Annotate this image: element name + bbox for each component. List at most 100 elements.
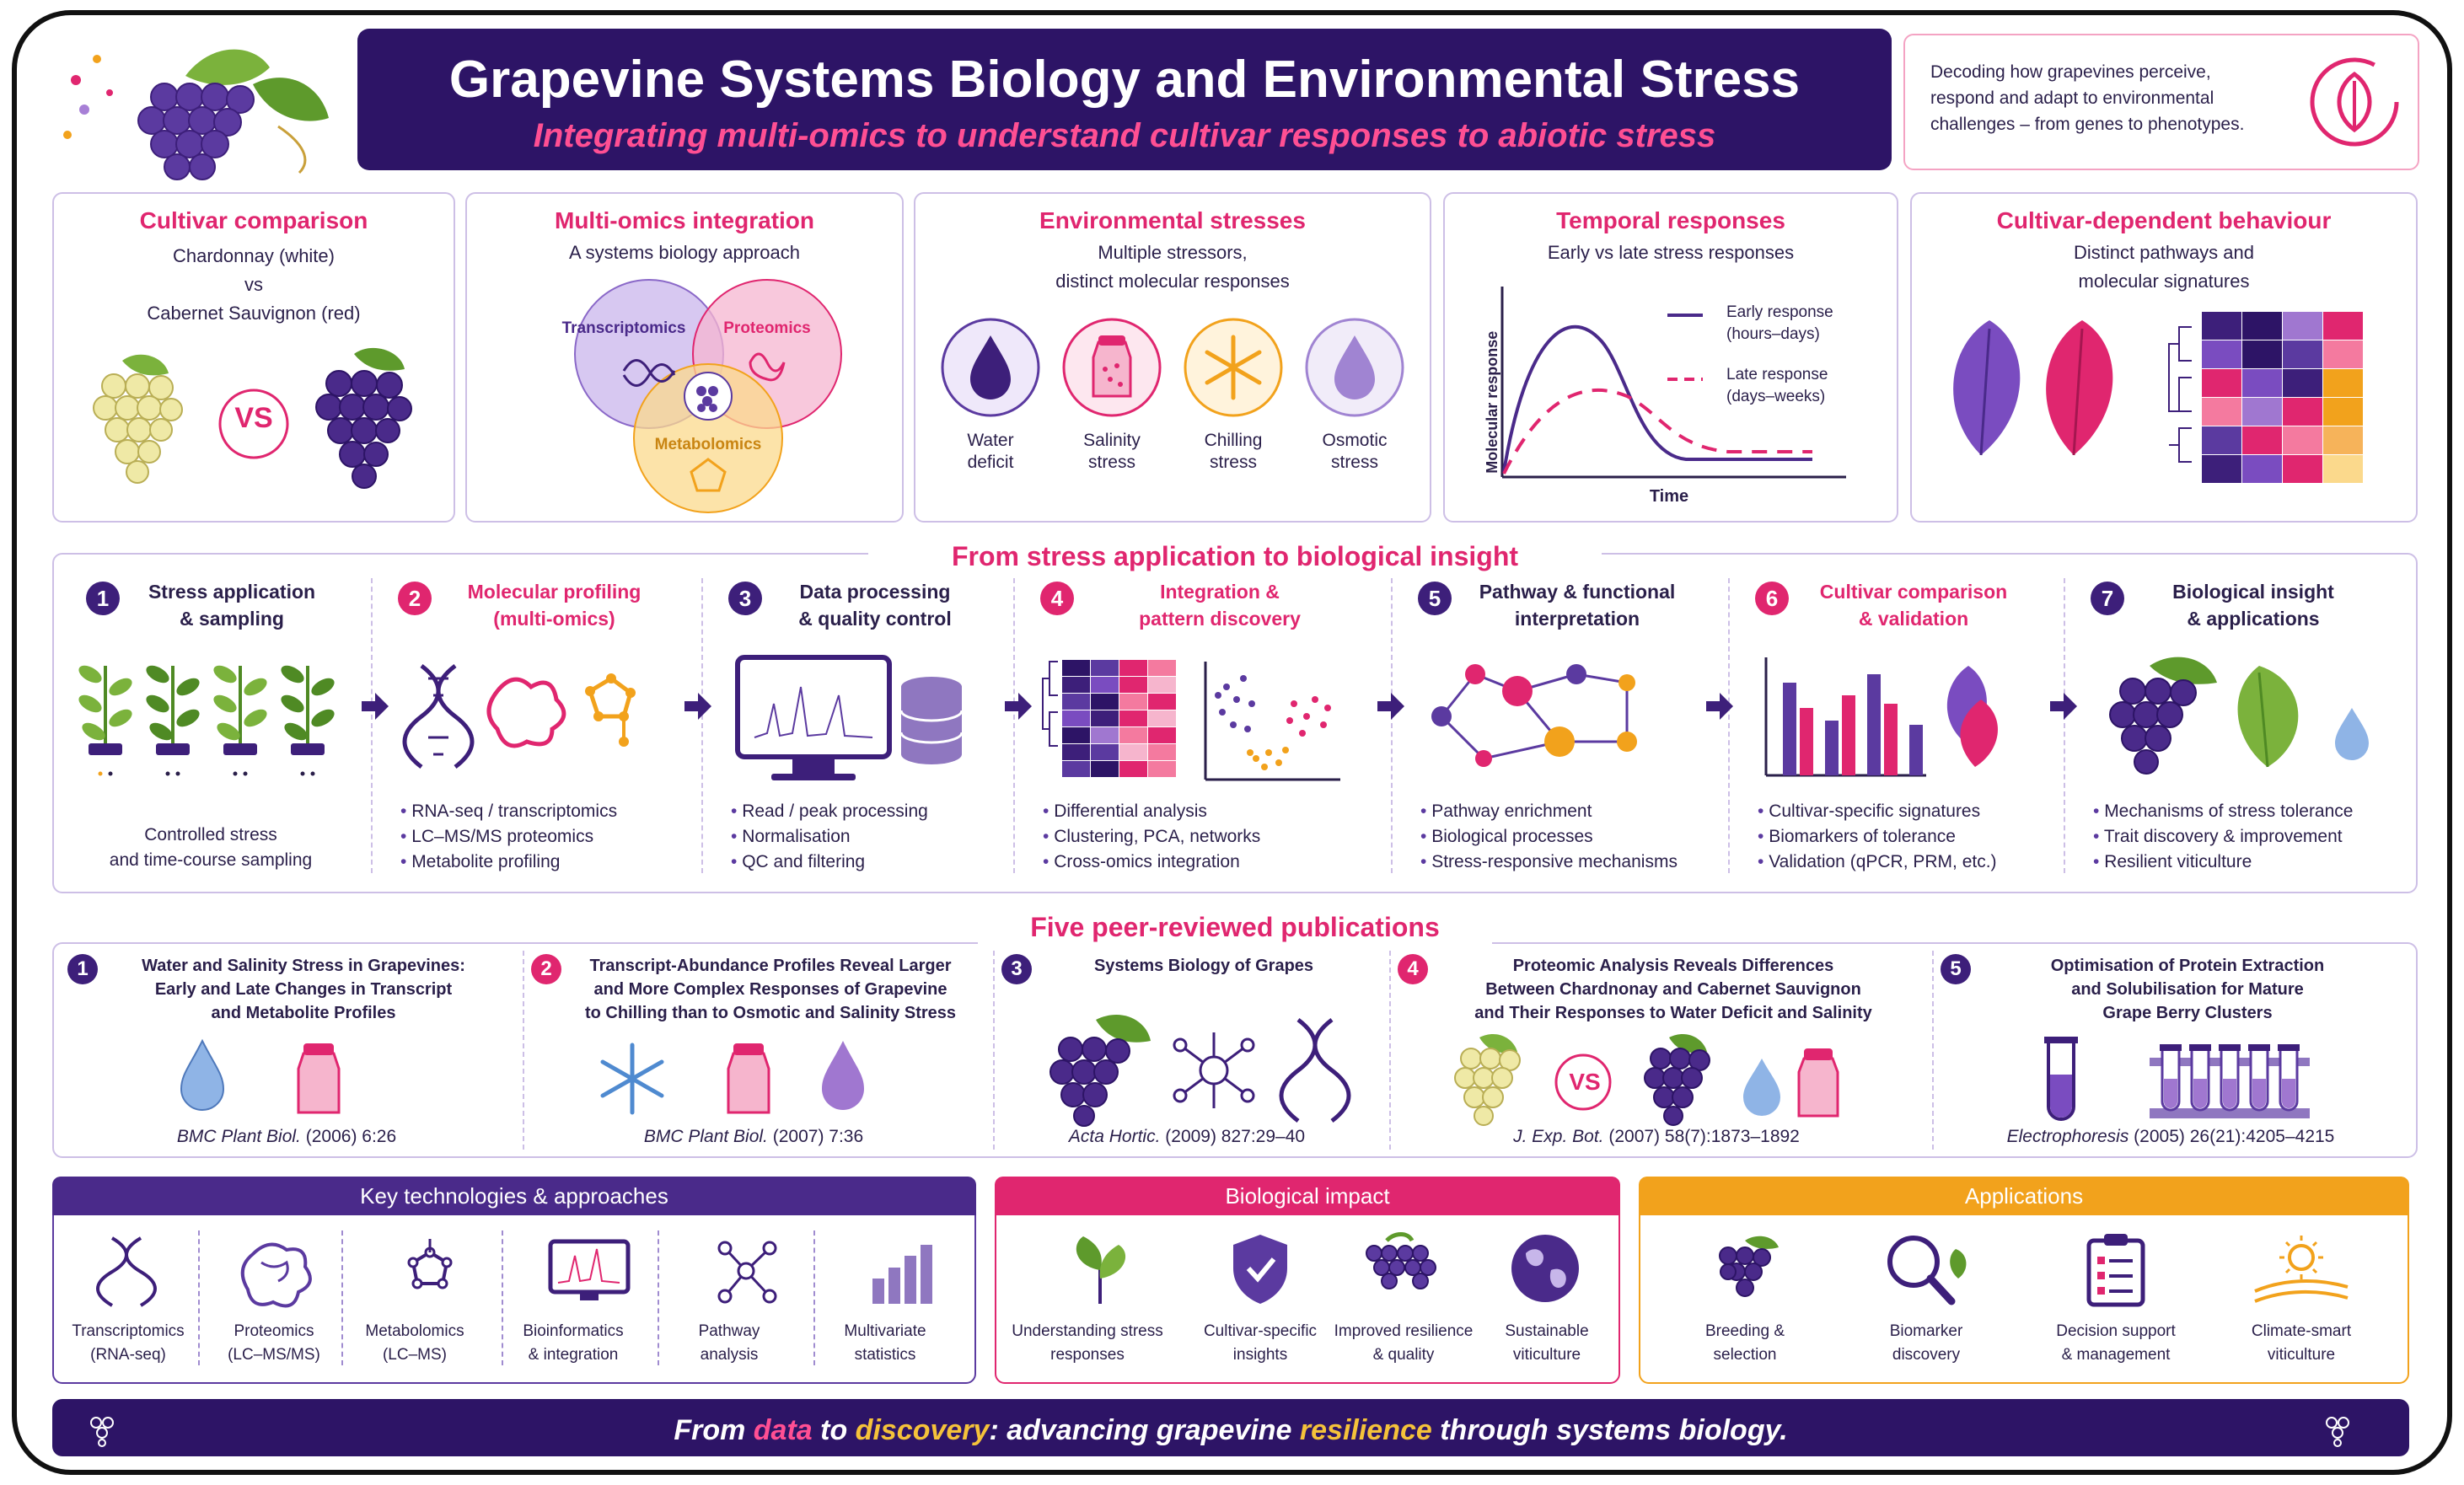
pub-5-ref: (2005) 26(21):4205–4215	[2128, 1127, 2335, 1146]
scatter-point	[1324, 705, 1331, 711]
pub4-icons	[1454, 1034, 1839, 1126]
temporal-subtitle: Early vs late stress responses	[1547, 242, 1795, 263]
heatmap-cell	[2242, 455, 2282, 483]
pub4-vs-label: VS	[1569, 1069, 1601, 1095]
scatter-point	[1219, 709, 1226, 716]
environmental-stresses-title: Environmental stresses	[1039, 207, 1306, 233]
scatter-point	[1253, 755, 1259, 762]
tech-label-1: Metabolomics	[365, 1322, 464, 1340]
pub-1-ref: (2006) 6:26	[300, 1127, 397, 1146]
step-4-bullet: Clustering, PCA, networks	[1043, 824, 1260, 850]
heatmap-cell	[2202, 455, 2241, 483]
application-label-2: selection	[1713, 1346, 1777, 1364]
application-label-2: discovery	[1892, 1346, 1961, 1364]
heatmap-cell	[2323, 369, 2363, 397]
tech-label-1: Transcriptomics	[72, 1322, 185, 1340]
step-2-bullet: RNA-seq / transcriptomics	[400, 799, 617, 824]
step-7-number: 7	[2091, 582, 2124, 615]
temporal-responses-title: Temporal responses	[1556, 207, 1785, 233]
scatter-point	[1248, 700, 1255, 707]
tech-item-3: Metabolomics(LC–MS)	[347, 1320, 482, 1367]
step-5-number: 5	[1418, 582, 1452, 615]
tech-label-2: (RNA-seq)	[90, 1346, 166, 1364]
pathway-network-icon	[1431, 664, 1637, 767]
cultivar-line3: Cabernet Sauvignon (red)	[147, 303, 361, 324]
step-1-title-1: Stress application	[148, 581, 316, 603]
workflow-arrow-icon	[1706, 693, 1733, 720]
heatmap-cell	[1119, 710, 1147, 726]
step-5-bullets: Pathway enrichmentBiological processesSt…	[1420, 799, 1678, 875]
footer-banner	[52, 1399, 2409, 1456]
insight-grape-leaf-icon	[2109, 657, 2369, 775]
tech-item-1: Transcriptomics (RNA-seq)	[61, 1320, 196, 1367]
plant-icon	[146, 665, 200, 776]
step-2-bullet: Metabolite profiling	[400, 850, 617, 875]
pub-divider	[523, 951, 524, 1150]
cultivar-dependent-title: Cultivar-dependent behaviour	[1996, 207, 2332, 233]
heatmap-cell	[1091, 694, 1119, 710]
step-2-title-2: (multi-omics)	[493, 608, 615, 630]
step-3-bullet: Read / peak processing	[731, 799, 928, 824]
impact-label-1: Improved resilience	[1334, 1322, 1474, 1340]
pub-divider	[993, 951, 995, 1150]
grape-footer-icon-right	[2326, 1417, 2349, 1447]
scatter-point	[1299, 730, 1306, 737]
heatmap-cell	[1091, 660, 1119, 676]
pub-5-journal: Electrophoresis	[2006, 1127, 2129, 1146]
step-4-bullets: Differential analysisClustering, PCA, ne…	[1043, 799, 1260, 875]
scatter-point	[1312, 696, 1318, 703]
pub-4-citation: J. Exp. Bot. (2007) 58(7):1873–1892	[1389, 1126, 1924, 1148]
impact-title: Biological impact	[995, 1177, 1620, 1215]
scatter-point	[1275, 759, 1282, 766]
tech-divider	[341, 1230, 343, 1365]
temporal-responses-panel	[1443, 192, 1898, 523]
tech-label-2: & integration	[528, 1346, 619, 1364]
step-2-title-1: Molecular profiling	[467, 581, 641, 603]
heatmap-cell	[2323, 312, 2363, 340]
step-3-title-2: & quality control	[798, 608, 952, 630]
step-7-bullet: Mechanisms of stress tolerance	[2093, 799, 2353, 824]
footer-part-3: : advancing grapevine	[989, 1414, 1300, 1446]
scatter-point	[1247, 749, 1253, 756]
pub-1-journal: BMC Plant Biol.	[176, 1127, 301, 1146]
heatmap-cell	[2242, 426, 2282, 454]
scatter-point	[1261, 764, 1268, 770]
workflow-arrow-icon	[1377, 693, 1404, 720]
early-legend-text: Early response(hours–days)	[1726, 303, 1833, 343]
grape-bunches-icon	[1366, 1232, 1436, 1289]
scatter-point	[1303, 713, 1310, 720]
validation-bar	[1884, 704, 1898, 775]
pub5-tubes-icon	[2044, 1037, 2310, 1121]
step-3-number: 3	[728, 582, 762, 615]
heatmap-cell	[2242, 398, 2282, 426]
pub-3-journal: Acta Hortic.	[1068, 1127, 1161, 1146]
shield-check-icon	[1233, 1235, 1287, 1304]
step-2-bullets: RNA-seq / transcriptomicsLC–MS/MS proteo…	[400, 799, 617, 875]
step-4-number: 4	[1040, 582, 1074, 615]
computer-database-icon	[735, 655, 964, 780]
early-response-curve	[1502, 324, 1812, 473]
heatmap-cell	[2283, 369, 2322, 397]
pub-3-citation: Acta Hortic. (2009) 827:29–40	[993, 1126, 1381, 1148]
tech-label-1: Bioinformatics	[523, 1322, 624, 1340]
temporal-x-label: Time	[1649, 487, 1689, 506]
heatmap-cell	[2323, 455, 2363, 483]
cultivar-dep-sub1: Distinct pathways and	[2074, 242, 2254, 263]
workflow-arrow-icon	[1005, 693, 1032, 720]
pink-leaf-icon	[2046, 320, 2113, 456]
grape-logo-icon	[63, 49, 329, 180]
heatmap-cell	[1148, 744, 1176, 760]
tech-item-2: Proteomics(LC–MS/MS)	[207, 1320, 341, 1367]
scatter-point	[1223, 684, 1230, 690]
env-subtitle-2: distinct molecular responses	[1055, 271, 1290, 292]
step-3-bullets: Read / peak processingNormalisationQC an…	[731, 799, 928, 875]
late-legend-text: Late response(days–weeks)	[1726, 366, 1828, 405]
heatmap-cell	[2283, 455, 2322, 483]
footer-part-2: to	[812, 1414, 856, 1446]
pub-2-number: 2	[531, 954, 561, 984]
impact-label-2: viticulture	[1512, 1346, 1581, 1364]
